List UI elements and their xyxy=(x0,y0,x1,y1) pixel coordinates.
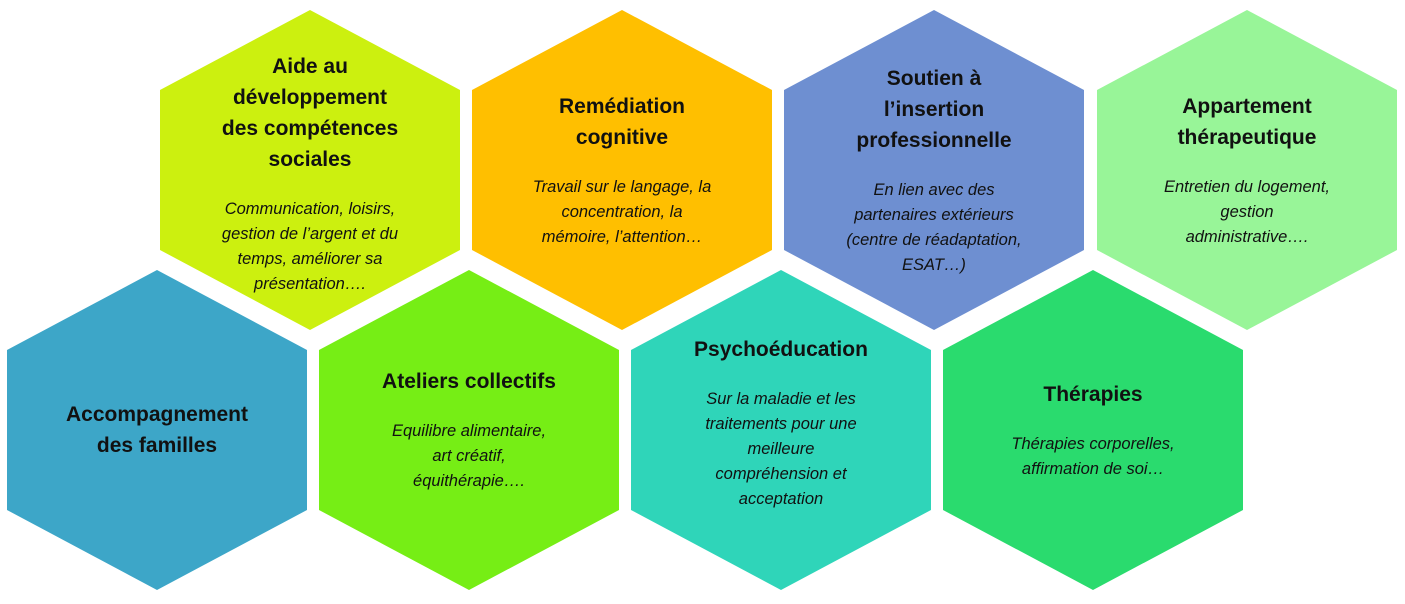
hex-description: En lien avec des partenaires extérieurs … xyxy=(846,180,1022,274)
hex-description: Sur la maladie et les traitements pour u… xyxy=(705,390,857,508)
hex-social-skills: Aide au développement des compétences so… xyxy=(160,10,460,330)
hex-title: Ateliers collectifs xyxy=(382,370,556,393)
hex-title: Psychoéducation xyxy=(694,338,868,361)
hex-professional-insertion: Soutien à l’insertion professionnelle En… xyxy=(784,10,1084,330)
hex-description: Thérapies corporelles, affirmation de so… xyxy=(1011,434,1175,478)
hex-description: Equilibre alimentaire, art créatif, équi… xyxy=(391,422,547,490)
hex-title: Appartement thérapeutique xyxy=(1177,94,1317,149)
hex-description: Communication, loisirs, gestion de l’arg… xyxy=(221,200,399,293)
hex-description: Entretien du logement, gestion administr… xyxy=(1163,177,1331,246)
hex-cognitive-remediation: Remédiation cognitive Travail sur le lan… xyxy=(472,10,772,330)
hex-description: Travail sur le langage, la concentration… xyxy=(532,177,712,246)
hex-title: Soutien à l’insertion professionnelle xyxy=(856,66,1012,152)
hex-title: Accompagnement des familles xyxy=(65,403,249,457)
hex-collective-workshops: Ateliers collectifs Equilibre alimentair… xyxy=(319,270,619,590)
hex-therapies: Thérapies Thérapies corporelles, affirma… xyxy=(943,270,1243,590)
hex-title: Thérapies xyxy=(1043,382,1143,406)
hex-title: Remédiation cognitive xyxy=(558,94,686,149)
hex-family-support: Accompagnement des familles xyxy=(7,270,307,590)
hex-title: Aide au développement des compétences so… xyxy=(221,55,399,171)
hex-psychoeducation: Psychoéducation Sur la maladie et les tr… xyxy=(631,270,931,590)
hex-therapeutic-apartment: Appartement thérapeutique Entretien du l… xyxy=(1097,10,1397,330)
